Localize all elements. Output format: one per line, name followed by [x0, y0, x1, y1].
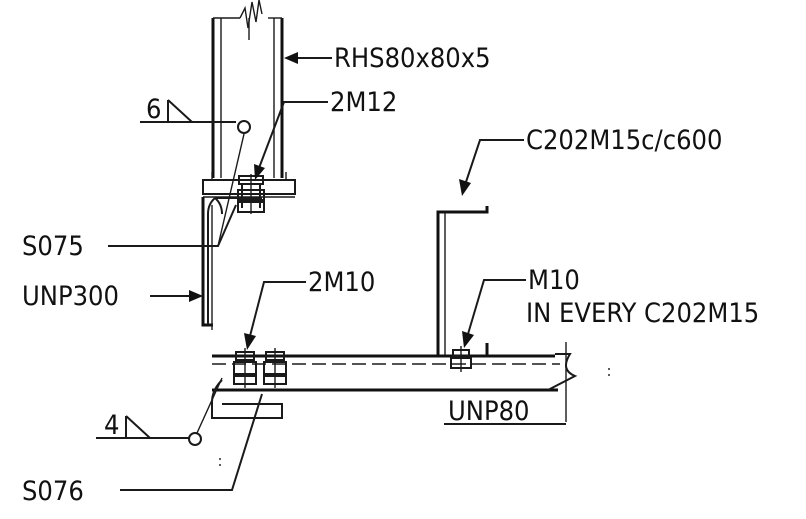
top-bolt-group	[237, 174, 265, 214]
leader-s075	[108, 133, 245, 247]
label-s076: S076	[22, 476, 84, 507]
leader-2m12	[254, 101, 328, 180]
label-weld-6: 6	[146, 94, 161, 125]
weld-symbol-bottom	[96, 377, 223, 439]
leader-rhs	[284, 52, 332, 64]
centre-marks	[219, 368, 610, 470]
unp80-beam	[211, 342, 578, 422]
leader-unp300	[150, 290, 203, 302]
label-m10-note: IN EVERY C202M15	[526, 298, 759, 329]
single-bolt	[450, 346, 472, 372]
label-rhs: RHS80x80x5	[334, 43, 491, 74]
weld-circle-bottom	[188, 432, 202, 446]
weld-circle-top	[237, 120, 251, 134]
label-unp300: UNP300	[22, 281, 119, 312]
label-m10: M10	[528, 265, 580, 296]
leader-s076	[120, 393, 263, 491]
label-s075: S075	[22, 231, 84, 262]
weld-symbol-top	[140, 99, 236, 123]
bottom-bolt-group	[233, 348, 287, 388]
label-unp80: UNP80	[448, 396, 530, 427]
unp300-channel	[201, 197, 262, 330]
label-c202: C202M15c/c600	[526, 125, 722, 156]
label-2m12: 2M12	[330, 87, 397, 118]
c202-purlin	[436, 206, 489, 356]
label-2m10: 2M10	[308, 267, 375, 298]
leader-2m10	[244, 281, 306, 350]
leader-m10	[462, 279, 526, 348]
label-weld-4: 4	[104, 410, 119, 441]
leader-c202	[459, 139, 524, 196]
rhs-post	[211, 0, 284, 178]
